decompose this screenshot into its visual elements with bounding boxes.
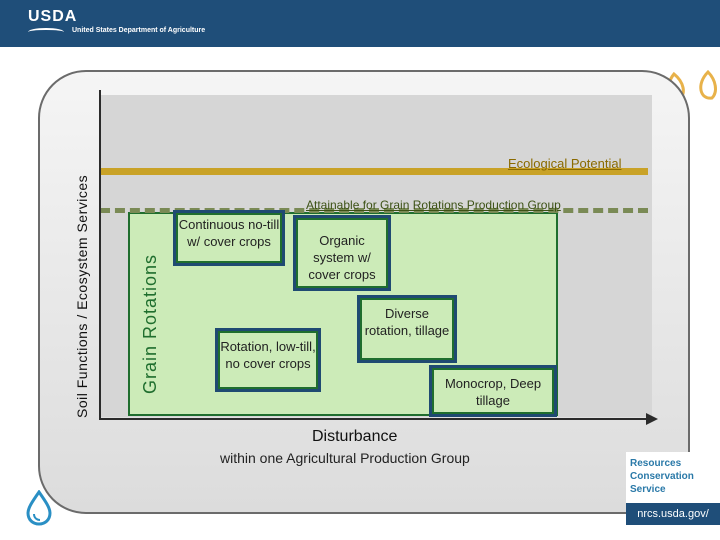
practice-box: Monocrop, Deep tillage [432,368,554,414]
water-drop-icon [26,490,52,526]
x-axis-label: Disturbance [312,428,398,445]
ecological-potential-line [100,168,648,175]
attainable-label: Attainable for Grain Rotations Productio… [306,198,561,212]
department-name: United States Department of Agriculture [72,27,206,34]
grain-rotations-label: Grain Rotations [140,253,160,394]
x-axis-sublabel: within one Agricultural Production Group [220,450,470,466]
x-axis-arrow-icon [646,413,658,425]
usda-swoosh-icon [28,28,64,36]
nrcs-logo-area [626,452,720,504]
nrcs-name: Resources Conservation Service [630,458,694,495]
x-axis [100,418,648,420]
header-bar: USDA United States Department of Agricul… [0,0,720,47]
ecological-potential-label: Ecological Potential [508,156,622,171]
nrcs-url[interactable]: nrcs.usda.gov/ [626,503,720,525]
usda-logo: USDA [28,8,78,25]
attainable-line [100,208,648,213]
y-axis [99,90,101,420]
practice-box: Diverse rotation, tillage [360,298,454,360]
y-axis-label: Soil Functions / Ecosystem Services [74,174,90,418]
practice-box: Rotation, low-till, no cover crops [218,331,318,389]
practice-box: Continuous no-till w/ cover crops [176,213,282,263]
practice-box: Organic system w/ cover crops [296,218,388,288]
